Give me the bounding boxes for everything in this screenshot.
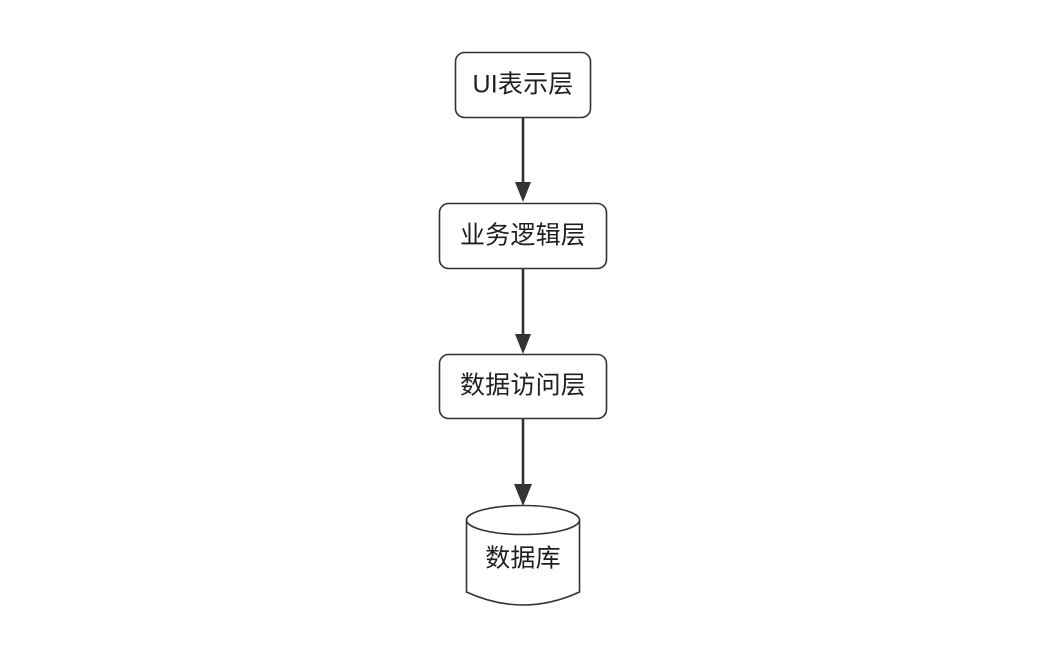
node-business-logic-layer[interactable]: 业务逻辑层 bbox=[438, 202, 608, 270]
node-data-access-layer-shape[interactable] bbox=[438, 353, 608, 420]
node-database[interactable]: 数据库 bbox=[465, 504, 581, 606]
node-data-access-layer-label: 数据访问层 bbox=[460, 372, 586, 400]
node-ui-layer-shape[interactable] bbox=[454, 51, 592, 119]
node-business-logic-layer-shape[interactable] bbox=[438, 202, 608, 270]
node-ui-layer-label: UI表示层 bbox=[472, 71, 573, 99]
edge-data-access-layer-to-database bbox=[514, 418, 532, 506]
arrowhead-icon bbox=[514, 484, 532, 506]
node-ui-layer[interactable]: UI表示层 bbox=[454, 51, 592, 119]
arrowhead-icon bbox=[515, 182, 531, 202]
arrowhead-icon bbox=[515, 334, 531, 354]
edge-ui-layer-to-business-logic-layer bbox=[515, 117, 531, 202]
node-database-label: 数据库 bbox=[485, 545, 561, 573]
node-data-access-layer[interactable]: 数据访问层 bbox=[438, 353, 608, 420]
node-database-body[interactable] bbox=[465, 519, 581, 606]
node-database-top-icon bbox=[465, 504, 581, 536]
node-business-logic-layer-label: 业务逻辑层 bbox=[460, 222, 586, 250]
edge-business-logic-layer-to-data-access-layer bbox=[515, 268, 531, 354]
